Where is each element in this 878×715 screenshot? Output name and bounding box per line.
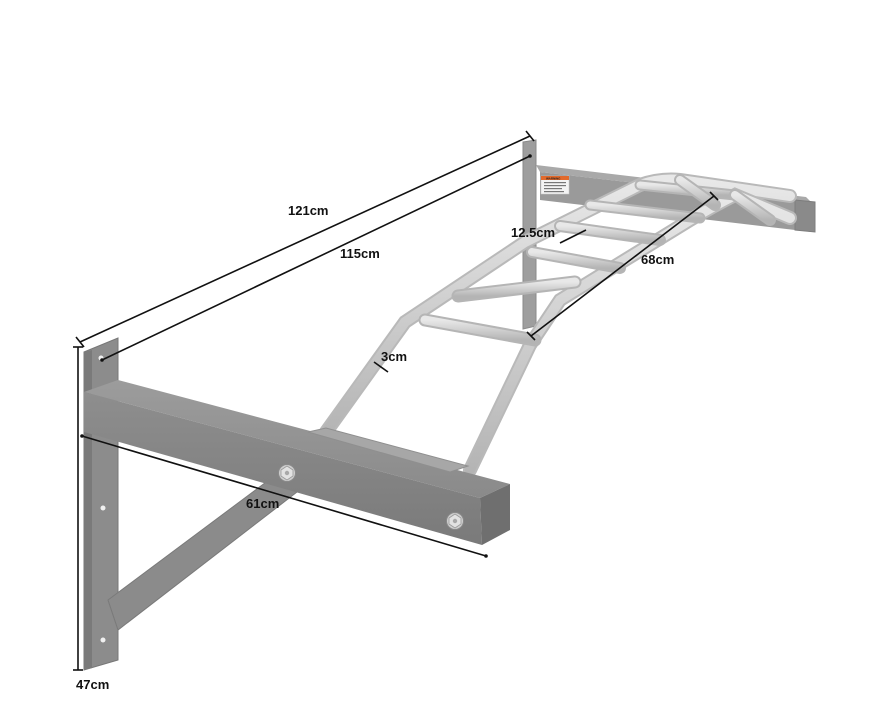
bolt [446, 512, 464, 530]
rear-arm-face [540, 172, 812, 232]
ladder-mount-plate [307, 427, 470, 473]
label-ladder-length: 68cm [641, 252, 674, 267]
dim-line-tube-diameter [373, 361, 389, 373]
rear-arm-end [794, 199, 816, 233]
dim-line-ladder-length [530, 195, 715, 337]
dim-line-mount-spacing [101, 155, 531, 361]
dim-line-overall-length [79, 135, 531, 343]
plate-hole [100, 637, 106, 643]
label-tube-diameter: 3cm [381, 349, 407, 364]
label-arm-length: 61cm [246, 496, 279, 511]
ladder-rungs [418, 174, 776, 347]
dim-line-arm-length [81, 435, 487, 557]
front-wall-bracket [83, 337, 510, 671]
front-arm-end [480, 484, 510, 545]
label-overall-length: 121cm [288, 203, 328, 218]
dimension-lines [73, 130, 719, 671]
dim-line-rung-spacing [559, 229, 587, 244]
front-arm-top [84, 380, 510, 498]
bolt [278, 464, 296, 482]
ladder-frame [319, 172, 797, 477]
dimension-labels: 121cm 115cm 12.5cm 68cm 3cm 61cm 47cm [76, 203, 674, 692]
label-mount-spacing: 115cm [340, 246, 380, 261]
diagonal-brace [107, 467, 311, 631]
warning-sticker-text: WARNING [546, 176, 561, 180]
plate-hole [100, 505, 106, 511]
label-rung-spacing: 12.5cm [511, 225, 555, 240]
warning-sticker: WARNING [540, 175, 570, 195]
label-bracket-height: 47cm [76, 677, 109, 692]
